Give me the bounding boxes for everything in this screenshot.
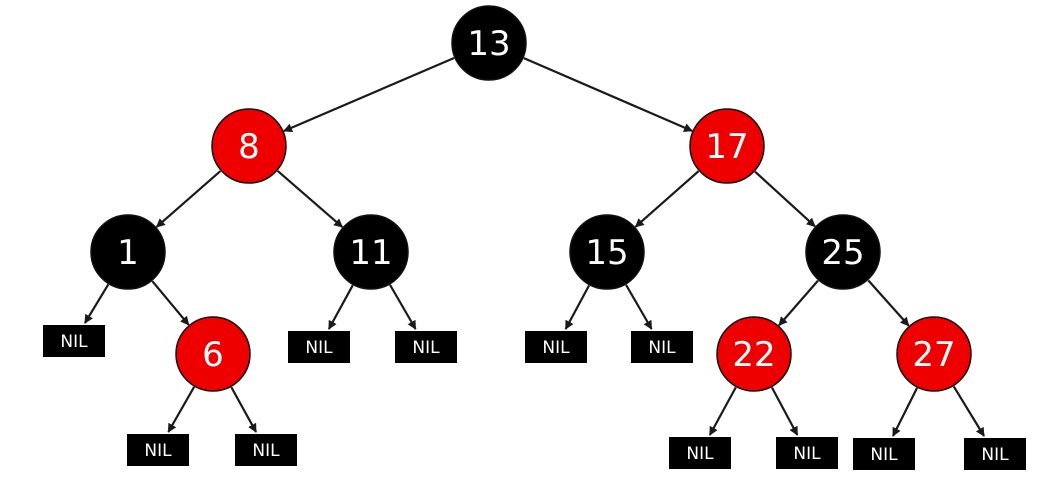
edge-n6-nilB [167, 386, 196, 433]
nil-label: NIL [648, 338, 676, 358]
edge-n15-nilF [564, 284, 590, 330]
edge-n1-nilA [83, 283, 110, 324]
node-circle-black [90, 214, 166, 290]
edge-n22-nilH [708, 386, 737, 436]
nil-leaf: NIL [395, 331, 457, 363]
nil-label: NIL [60, 332, 88, 352]
nil-box [631, 331, 693, 363]
node-label: 25 [821, 233, 864, 273]
edge-n8-n11 [276, 170, 344, 228]
nil-leaf: NIL [776, 437, 838, 469]
nil-label: NIL [305, 338, 333, 358]
nil-label: NIL [981, 445, 1009, 465]
nil-leaf: NIL [964, 438, 1026, 470]
nil-box [235, 434, 297, 466]
nil-box [395, 331, 457, 363]
edge-n25-n22 [778, 279, 819, 327]
nil-box [776, 437, 838, 469]
edge-n25-n27 [867, 279, 910, 327]
edges [83, 56, 985, 437]
nil-leaf: NIL [127, 434, 189, 466]
edge-n11-nilD [327, 284, 354, 330]
nil-leaf: NIL [43, 325, 105, 357]
node-label: 6 [202, 335, 224, 375]
tree-node-8: 8 [211, 108, 287, 184]
nil-box [964, 438, 1026, 470]
nil-label: NIL [686, 444, 714, 464]
edge-n11-nilE [389, 284, 417, 330]
edge-n8-n1 [155, 170, 222, 228]
edge-n27-nilJ [892, 387, 918, 437]
edge-n13-n17 [523, 57, 693, 132]
nil-label: NIL [542, 338, 570, 358]
tree-node-22: 22 [716, 316, 792, 392]
node-circle-black [805, 214, 881, 290]
edge-n6-nilC [230, 386, 258, 433]
nil-label: NIL [793, 444, 821, 464]
tree-node-25: 25 [805, 214, 881, 290]
edge-n27-nilK [952, 385, 985, 437]
node-circle-red [896, 316, 972, 392]
nil-box [288, 331, 350, 363]
nil-box [525, 331, 587, 363]
nil-box [669, 437, 731, 469]
node-label: 22 [732, 335, 775, 375]
nil-leaf: NIL [235, 434, 297, 466]
node-circle-red [175, 316, 251, 392]
node-circle-black [333, 214, 409, 290]
tree-node-15: 15 [569, 214, 645, 290]
nil-leaf: NIL [669, 437, 731, 469]
edge-n13-n8 [283, 56, 455, 133]
nil-leaf: NIL [525, 331, 587, 363]
tree-node-27: 27 [896, 316, 972, 392]
node-circle-red [689, 108, 765, 184]
nil-leaf: NIL [631, 331, 693, 363]
edge-n17-n25 [754, 170, 816, 228]
node-label: 11 [349, 233, 392, 273]
nil-box [43, 325, 105, 357]
nil-label: NIL [412, 338, 440, 358]
edge-n15-nilG [625, 284, 653, 330]
node-circle-black [569, 214, 645, 290]
nil-box [127, 434, 189, 466]
node-label: 27 [912, 335, 955, 375]
edge-n22-nilI [770, 386, 799, 436]
nil-label: NIL [870, 445, 898, 465]
nil-leaf: NIL [853, 438, 915, 470]
nil-box [853, 438, 915, 470]
node-circle-red [211, 108, 287, 184]
node-label: 1 [117, 233, 139, 273]
tree-node-6: 6 [175, 316, 251, 392]
tree-node-13: 13 [451, 5, 527, 81]
nil-label: NIL [144, 441, 172, 461]
node-label: 8 [238, 127, 260, 167]
node-label: 15 [585, 233, 628, 273]
tree-node-17: 17 [689, 108, 765, 184]
edge-n17-n15 [634, 170, 700, 228]
edge-n1-n6 [151, 280, 190, 326]
nil-leaf: NIL [288, 331, 350, 363]
node-label: 17 [705, 127, 748, 167]
tree-node-1: 1 [90, 214, 166, 290]
tree-node-11: 11 [333, 214, 409, 290]
node-label: 13 [467, 24, 510, 64]
node-circle-red [716, 316, 792, 392]
node-circle-black [451, 5, 527, 81]
nil-label: NIL [252, 441, 280, 461]
